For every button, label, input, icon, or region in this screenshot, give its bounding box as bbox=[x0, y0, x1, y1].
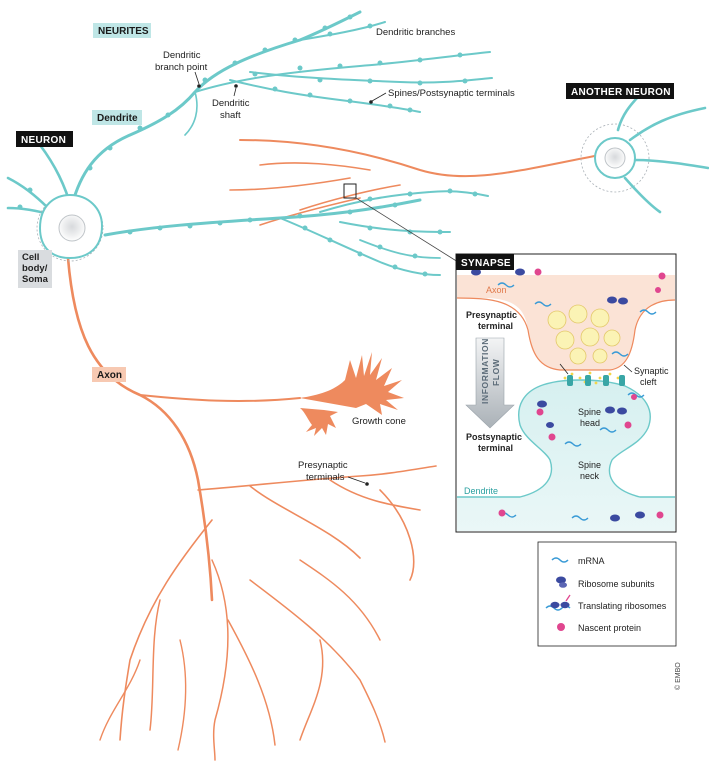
axon-tag: Axon bbox=[92, 367, 126, 382]
neurites-tag-text: NEURITES bbox=[98, 26, 149, 37]
information-flow-line-1: INFORMATION bbox=[480, 338, 490, 404]
copyright: © EMBO bbox=[674, 662, 682, 690]
information-flow-arrow bbox=[465, 337, 515, 429]
axon-tag-text: Axon bbox=[97, 370, 122, 381]
another-neuron bbox=[580, 93, 709, 214]
presynaptic-terminals-label-line-2: terminals bbox=[306, 472, 345, 483]
soma bbox=[36, 193, 104, 262]
legend-item-nascent-protein: Nascent protein bbox=[578, 623, 641, 633]
postsynaptic-terminal-line-2: terminal bbox=[478, 443, 513, 453]
synaptic-vesicles bbox=[547, 304, 621, 365]
axon-tree bbox=[66, 139, 601, 761]
another-neuron-tag: ANOTHER NEURON bbox=[566, 83, 674, 99]
legend: mRNA Ribosome subunits Translating ribos… bbox=[537, 541, 677, 647]
presynaptic-terminals-label-line-1: Presynaptic bbox=[298, 460, 348, 471]
legend-item-ribosome-subunits: Ribosome subunits bbox=[578, 579, 655, 589]
spine-neck-line-1: Spine bbox=[578, 460, 601, 470]
dendrite-tag: Dendrite bbox=[92, 110, 142, 125]
dendritic-shaft-label-line-2: shaft bbox=[220, 110, 241, 121]
synaptic-cleft-line-1: Synaptic bbox=[634, 366, 669, 376]
legend-item-translating-ribosomes: Translating ribosomes bbox=[578, 601, 667, 611]
cell-body-tag: Cell body/ Soma bbox=[18, 250, 52, 288]
spine-head-line-2: head bbox=[580, 418, 600, 428]
branch-point-label-line-2: branch point bbox=[155, 62, 208, 73]
synapse-axon-label: Axon bbox=[486, 285, 507, 295]
cell-body-line-2: body/ bbox=[22, 263, 48, 274]
branch-point-label-line-1: Dendritic bbox=[163, 50, 201, 61]
synapse-inset: SYNAPSE Axon Presynaptic terminal INFORM… bbox=[455, 253, 677, 533]
spines-label: Spines/Postsynaptic terminals bbox=[388, 88, 515, 99]
spine-head-line-1: Spine bbox=[578, 407, 601, 417]
mrna-icon bbox=[551, 557, 569, 563]
synaptic-cleft-line-2: cleft bbox=[640, 377, 657, 387]
dendritic-branches-label: Dendritic branches bbox=[376, 27, 455, 38]
cell-body-line-3: Soma bbox=[22, 274, 49, 285]
presynaptic-terminal-line-1: Presynaptic bbox=[466, 310, 517, 320]
growth-cone-label: Growth cone bbox=[352, 416, 406, 427]
presynaptic-terminal-line-2: terminal bbox=[478, 321, 513, 331]
translating-ribosomes-icon bbox=[545, 594, 571, 611]
information-flow-line-2: FLOW bbox=[491, 358, 501, 386]
nascent-protein-icon bbox=[557, 623, 565, 631]
legend-item-mrna: mRNA bbox=[578, 556, 605, 566]
synapse-title: SYNAPSE bbox=[461, 258, 511, 269]
growth-cone bbox=[300, 352, 404, 436]
cell-body-line-1: Cell bbox=[22, 252, 39, 263]
neuron-tag: NEURON bbox=[16, 131, 73, 147]
synapse-dendrite-label: Dendrite bbox=[464, 486, 498, 496]
zoom-connector bbox=[355, 197, 459, 263]
neurites-tag: NEURITES bbox=[93, 23, 151, 38]
neuron-tag-text: NEURON bbox=[21, 135, 66, 146]
ribosome-subunits-icon bbox=[556, 576, 567, 588]
another-neuron-tag-text: ANOTHER NEURON bbox=[571, 87, 671, 98]
spine-neck-line-2: neck bbox=[580, 471, 600, 481]
zoom-box bbox=[343, 183, 357, 199]
dendritic-shaft-label-line-1: Dendritic bbox=[212, 98, 250, 109]
dendrite-tag-text: Dendrite bbox=[97, 113, 138, 124]
postsynaptic-terminal-line-1: Postsynaptic bbox=[466, 432, 522, 442]
